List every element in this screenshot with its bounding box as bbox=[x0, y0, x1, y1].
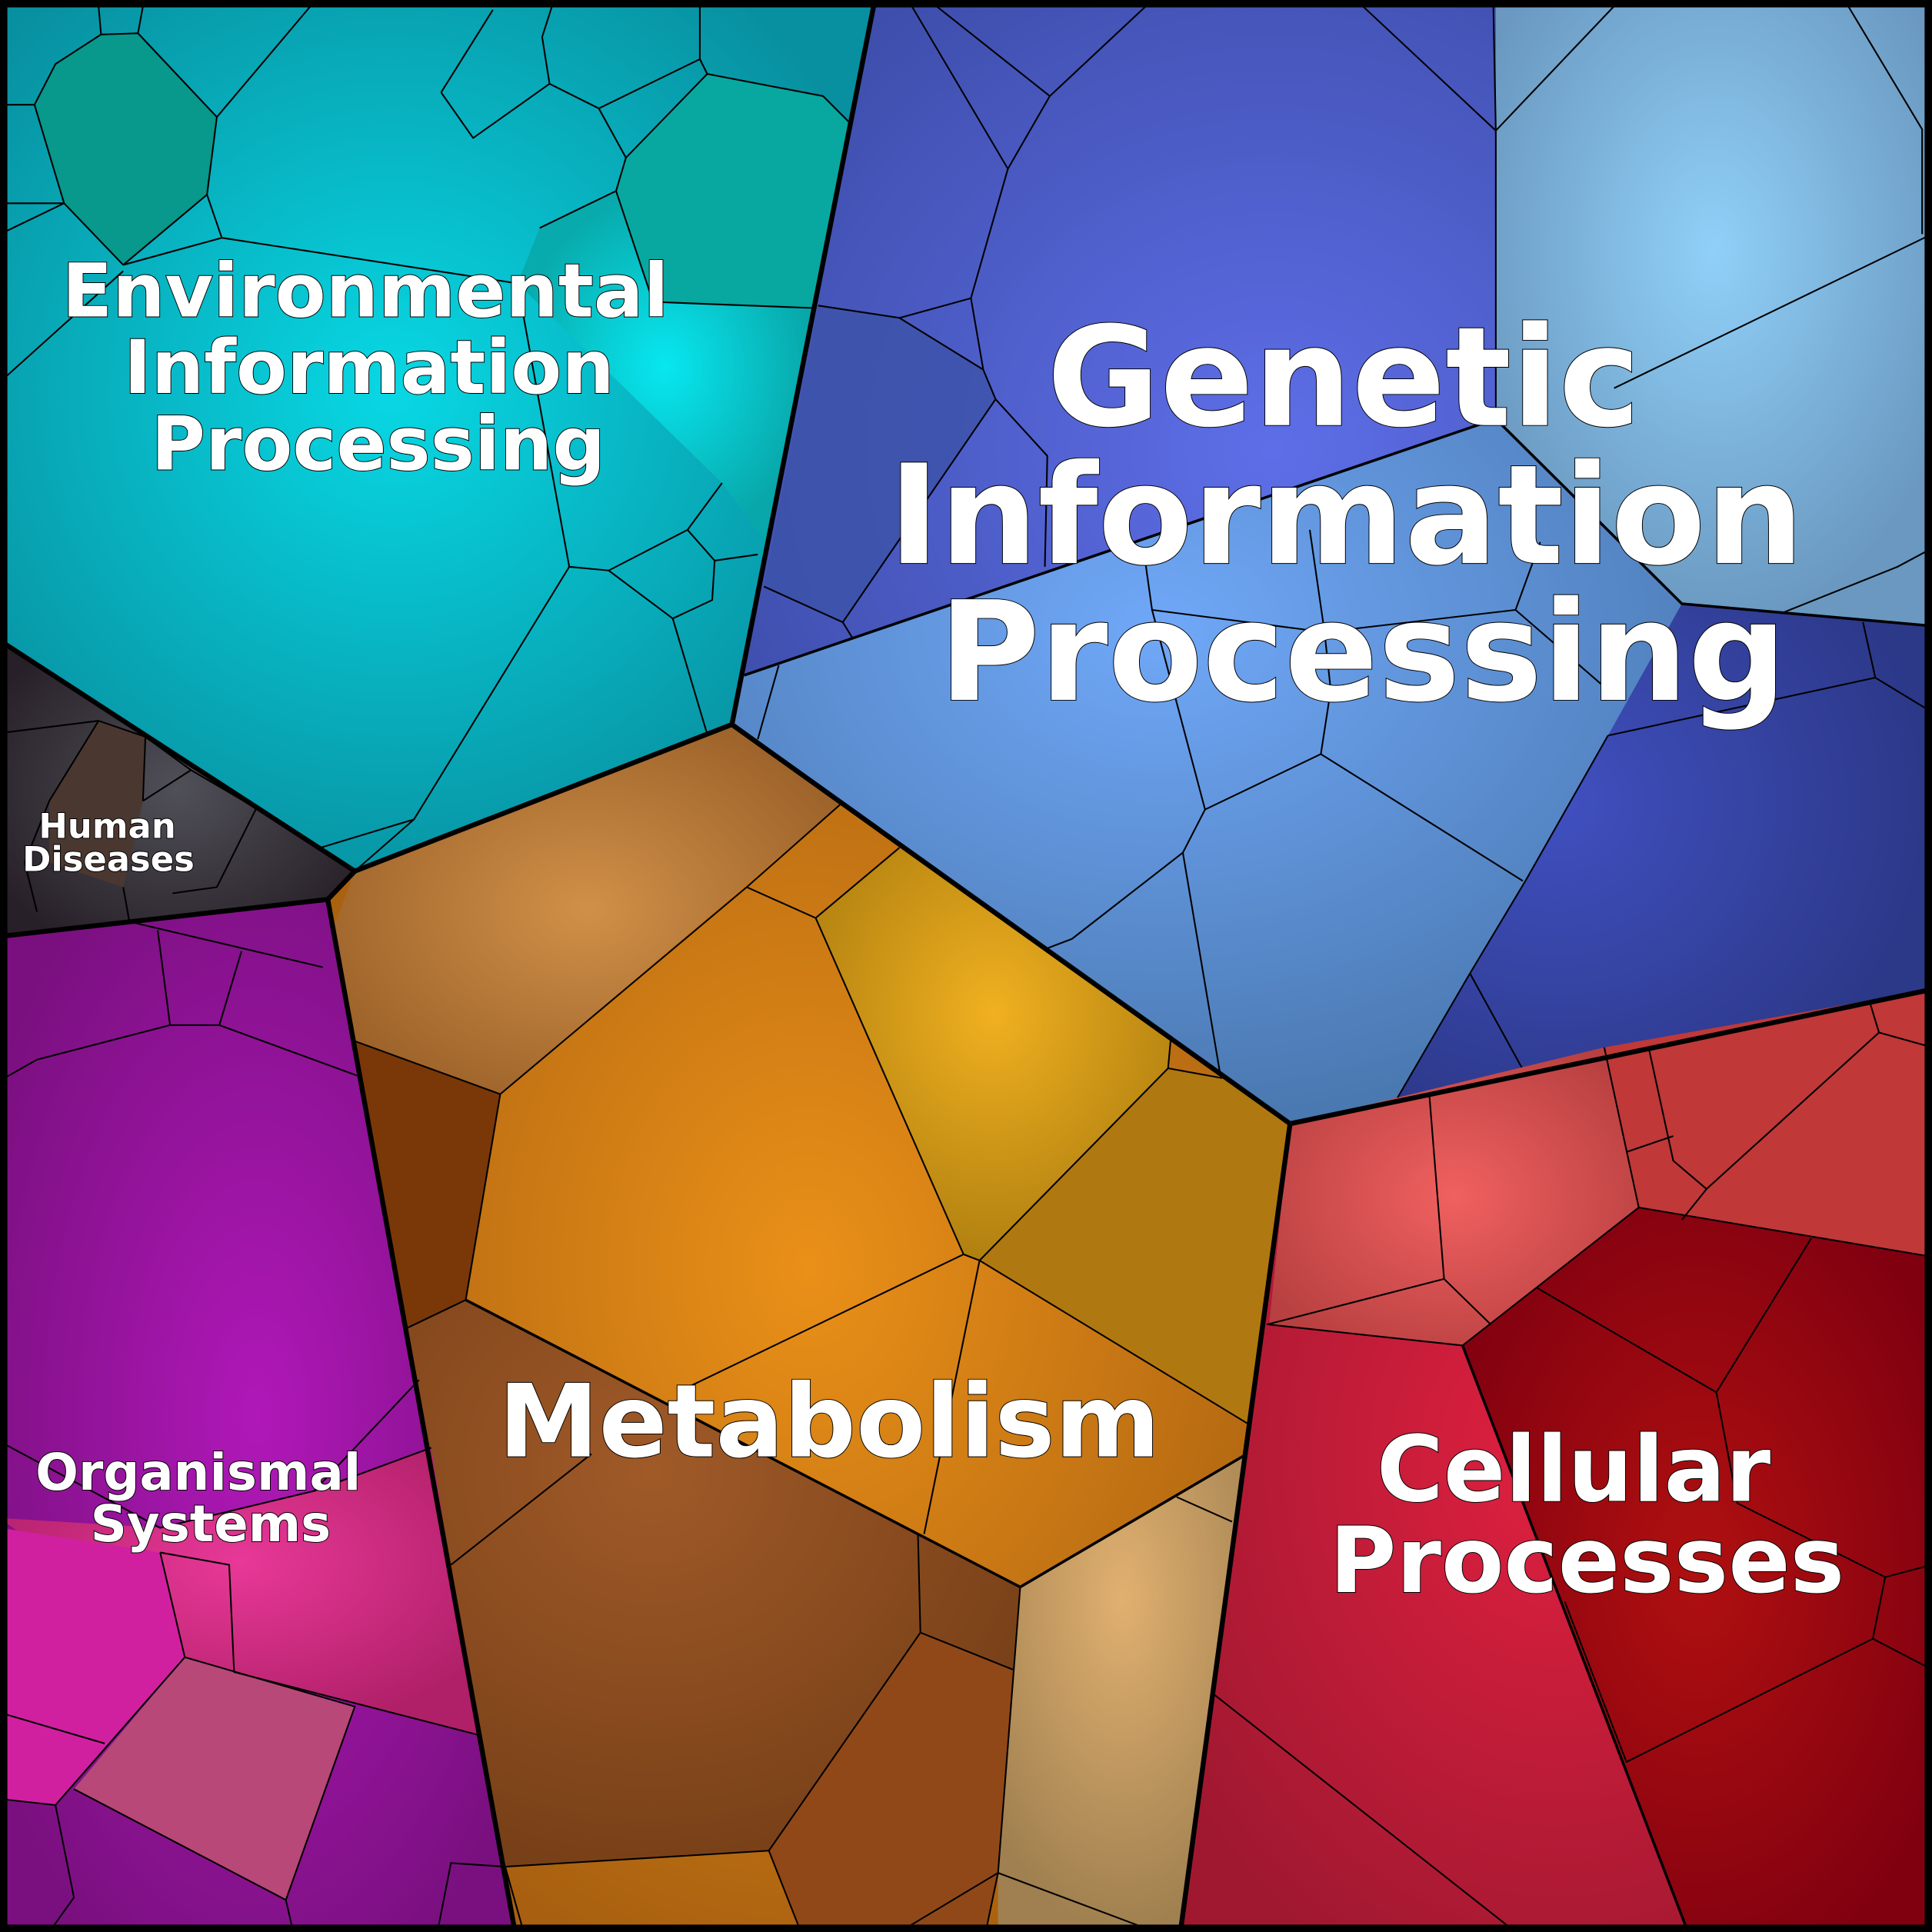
region-genetic-information-processing[interactable] bbox=[731, 0, 1932, 1124]
region-organismal-systems[interactable] bbox=[0, 899, 515, 1932]
label-organismal-systems: Organismal Systems bbox=[35, 1444, 378, 1554]
label-human-diseases: Human Diseases bbox=[22, 805, 195, 879]
label-genetic-information-processing: Genetic Information Processing bbox=[888, 298, 1852, 733]
region-human-diseases[interactable] bbox=[0, 641, 355, 937]
region-cellular-processes[interactable] bbox=[1180, 989, 1932, 1932]
label-metabolism: Metabolism bbox=[498, 1363, 1161, 1481]
region-environmental-information-processing[interactable] bbox=[0, 0, 875, 872]
label-environmental-information-processing: Environmental Information Processing bbox=[62, 248, 695, 488]
label-cellular-processes: Cellular Processes bbox=[1330, 1416, 1845, 1614]
region-metabolism[interactable] bbox=[328, 724, 1291, 1932]
